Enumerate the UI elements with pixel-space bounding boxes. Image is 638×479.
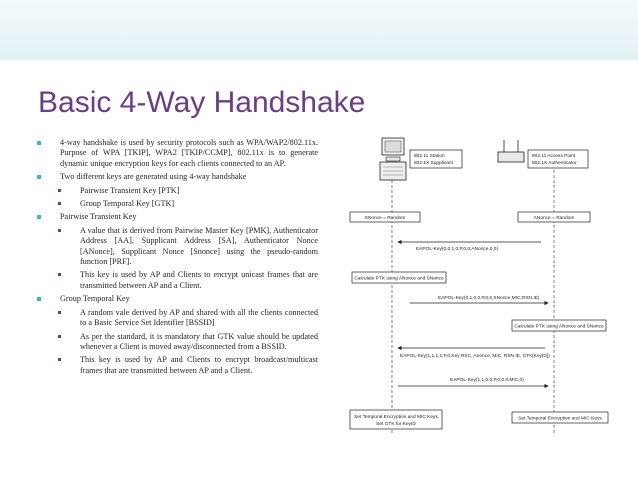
sub-bullet-item: As per the standard, it is mandatory tha… bbox=[50, 332, 318, 353]
set-keys-ap-label: Set Temporal Encryption and MIC Keys bbox=[518, 416, 602, 422]
anonce-label: ANonce = Random bbox=[534, 215, 575, 221]
message-3-label: EAPOL-Key(1,1,1,1,P,0,Key RSC, Anonce, M… bbox=[400, 353, 550, 359]
ap-label: 802.1X Authenticator bbox=[532, 160, 577, 166]
set-keys-ap-box bbox=[511, 411, 609, 424]
anonce-box bbox=[517, 211, 591, 223]
access-point-icon bbox=[497, 140, 525, 163]
ap-label: 802.11 Access Point bbox=[532, 153, 576, 159]
computer-icon bbox=[379, 137, 407, 181]
snonce-box bbox=[349, 211, 421, 223]
bullet-item: 4-way handshake is used by security prot… bbox=[36, 138, 318, 169]
snonce-label: SNonce = Random bbox=[365, 215, 406, 221]
set-keys-station-box bbox=[349, 409, 443, 430]
ap-label-box bbox=[527, 149, 589, 169]
bullet-item: Group Temporal Key bbox=[36, 294, 318, 304]
sub-bullet-item: This key is used by AP and Clients to en… bbox=[50, 270, 318, 291]
sub-bullet-item: Pairwise Transient Key [PTK] bbox=[50, 186, 318, 196]
message-4-label: EAPOL-Key(1,1,0,0,P,0,0,0,MIC,0) bbox=[450, 377, 524, 383]
handshake-diagram: 802.11 Station 802.1X Supplicant 802.11 … bbox=[349, 137, 609, 434]
message-1-label: EAPOL-Key(0,0,1,0,P,0,0,ANonce,0,0) bbox=[416, 246, 498, 252]
bullet-list: 4-way handshake is used by security prot… bbox=[36, 138, 318, 379]
station-label: 802.11 Station bbox=[414, 153, 445, 159]
set-gtk-label: Set GTK for KeyID bbox=[376, 421, 416, 427]
sub-bullet-item: This key is used by AP and Clients to en… bbox=[50, 355, 318, 376]
bullet-item: Two different keys are generated using 4… bbox=[36, 172, 318, 182]
bullet-item: Pairwise Transient Key bbox=[36, 212, 318, 222]
message-2-label: EAPOL-Key(0,1,0,0,P,0,0,SNonce,MIC,RSN I… bbox=[438, 295, 540, 301]
calc-ptk-ap-box bbox=[511, 319, 607, 332]
station-label: 802.1X Supplicant bbox=[414, 160, 454, 166]
calc-ptk-station-box bbox=[351, 271, 447, 284]
calc-ptk-ap-label: Calculate PTK using ANonce and SNonce bbox=[514, 324, 604, 330]
sub-bullet-item: A random vale derived by AP and shared w… bbox=[50, 308, 318, 329]
slide-title: Basic 4-Way Handshake bbox=[38, 86, 366, 119]
sub-bullet-item: Group Temporal Key [GTK] bbox=[50, 199, 318, 209]
calc-ptk-station-label: Calculate PTK using ANonce and SNonce bbox=[354, 276, 444, 282]
sub-bullet-item: A value that is derived from Pairwise Ma… bbox=[50, 226, 318, 268]
set-keys-station-label: Set Temporal Encryption and MIC Keys bbox=[354, 414, 438, 420]
header-band bbox=[0, 0, 638, 60]
station-label-box bbox=[409, 149, 463, 169]
